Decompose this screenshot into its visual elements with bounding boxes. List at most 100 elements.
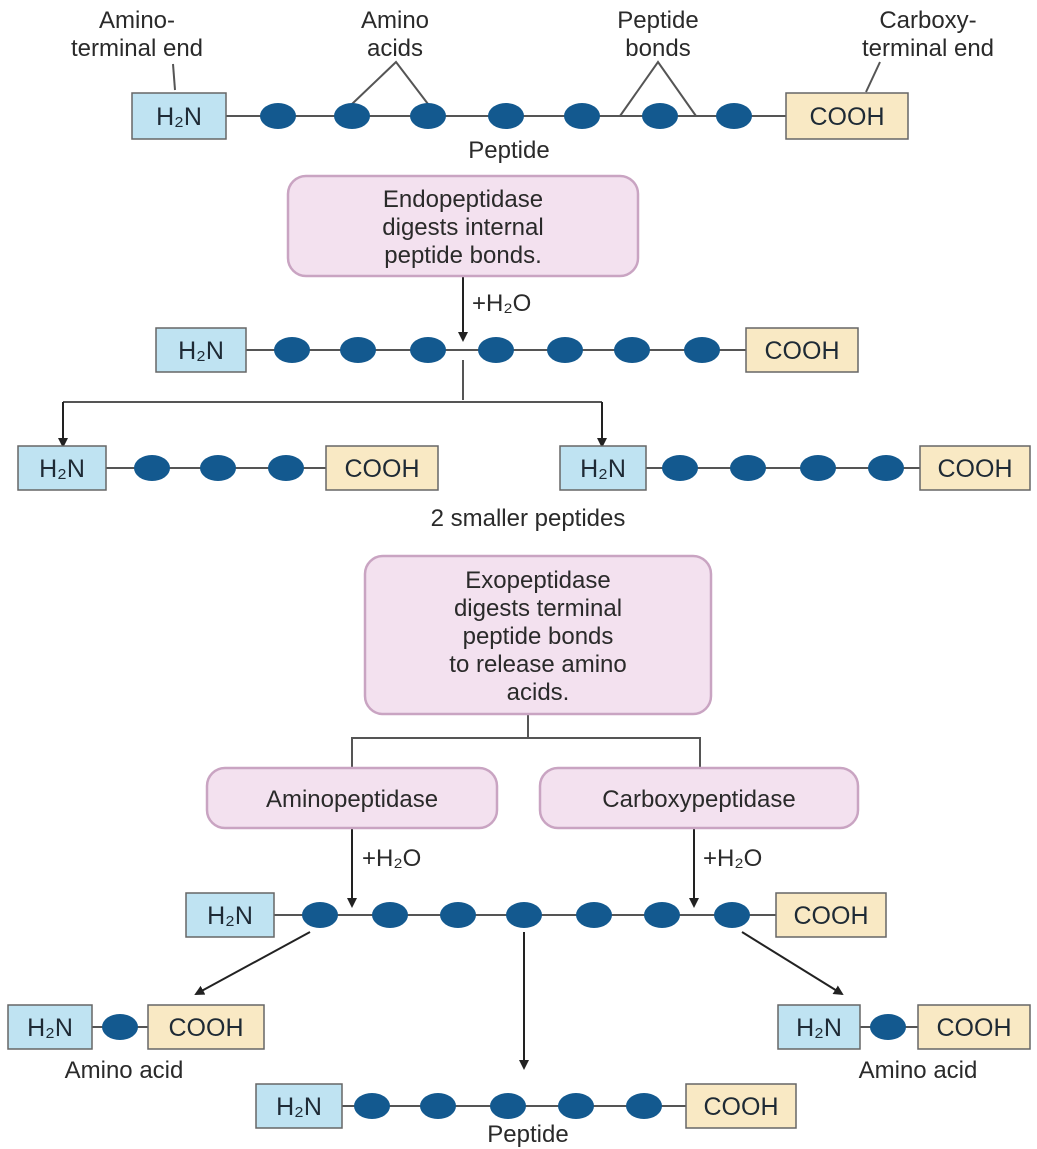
endopeptidase-box-frame: [286, 174, 640, 278]
amino-acid-bead: [440, 902, 476, 928]
amino-acid-bead: [800, 455, 836, 481]
carboxy-terminal-box-frame: [147, 1004, 265, 1050]
carboxy-terminal-box: COOH: [785, 92, 909, 140]
amino-acid-right-arrow: [741, 931, 844, 996]
amino-acid-bead: [684, 337, 720, 363]
carboxy-terminal-box-frame: [685, 1083, 797, 1129]
exopeptidase-box-text: to release amino: [449, 651, 626, 678]
carboxy-terminal-box-frame: [917, 1004, 1031, 1050]
text-labels: Amino-terminal endAminoacidsPeptidebonds…: [65, 7, 994, 1148]
amino-acid-bead: [614, 337, 650, 363]
amino-terminal-box: H₂N: [185, 892, 275, 938]
carboxy-terminal-box: COOH: [325, 445, 439, 491]
amino-terminal-end-label: Amino-: [99, 7, 175, 34]
amino-terminal-box-frame: [255, 1083, 343, 1129]
amino-acid-bead: [714, 902, 750, 928]
carboxypeptidase-box-frame: [538, 766, 860, 830]
carboxy-terminal-box-label: COOH: [345, 455, 420, 483]
water-label: +H₂O: [703, 845, 762, 872]
amino-terminal-box-label: H₂N: [580, 455, 626, 483]
amino-acid-bead: [410, 103, 446, 129]
amino-acid-bead: [558, 1093, 594, 1119]
exopeptidase-box-text: digests terminal: [454, 595, 622, 622]
peptide-bonds-pointer: [619, 60, 697, 117]
amino-acid-bead: [868, 455, 904, 481]
amino-acid-bead: [260, 103, 296, 129]
amino-acid-bead: [564, 103, 600, 129]
amino-acid-bead: [506, 902, 542, 928]
amino-terminal-box-label: H₂N: [796, 1014, 842, 1042]
amino-acids-label: acids: [367, 35, 423, 62]
amino-terminal-box-label: H₂N: [207, 902, 253, 930]
aminopeptidase-box: Aminopeptidase: [205, 766, 499, 830]
amino-terminal-box-frame: [17, 445, 107, 491]
carboxy-terminal-box-frame: [785, 92, 909, 140]
amino-acid-bead: [340, 337, 376, 363]
carboxy-terminal-box-label: COOH: [794, 902, 869, 930]
amino-acid-bead: [642, 103, 678, 129]
carboxy-terminal-box-frame: [745, 327, 859, 373]
amino-acid-bead: [490, 1093, 526, 1119]
amino-acid-bead: [730, 455, 766, 481]
peptide-label: Peptide: [468, 137, 549, 164]
peptide-label: Peptide: [487, 1121, 568, 1148]
amino-terminal-box: H₂N: [17, 445, 107, 491]
carboxy-terminal-box-label: COOH: [937, 1014, 1012, 1042]
amino-terminal-box-frame: [131, 92, 227, 140]
carboxy-terminal-box: COOH: [745, 327, 859, 373]
carboxy-terminal-box: COOH: [917, 1004, 1031, 1050]
amino-acid-bead: [662, 455, 698, 481]
amino-acid-bead: [102, 1014, 138, 1040]
carboxy-terminal-pointer: [865, 61, 881, 93]
amino-acid-bead: [716, 103, 752, 129]
endopeptidase-box-text: peptide bonds.: [384, 242, 541, 269]
amino-terminal-box-frame: [185, 892, 275, 938]
amino-acid-bead: [576, 902, 612, 928]
carboxypeptidase-box: Carboxypeptidase: [538, 766, 860, 830]
amino-acid-bead: [410, 337, 446, 363]
amino-acid-bead: [478, 337, 514, 363]
connector-lines: [58, 60, 881, 1070]
peptide-bonds-label: bonds: [625, 35, 690, 62]
amino-acid-left-arrow: [194, 931, 311, 995]
amino-terminal-pointer: [172, 63, 176, 91]
aminopeptidase-box-frame: [205, 766, 499, 830]
amino-acid-bead: [134, 455, 170, 481]
peptide-bonds-label: Peptide: [617, 7, 698, 34]
exopeptidase-branch: [351, 737, 701, 768]
carboxy-terminal-box: COOH: [919, 445, 1031, 491]
amino-acids-pointer: [351, 60, 429, 105]
amino-acid-bead: [870, 1014, 906, 1040]
water-label: +H₂O: [472, 290, 531, 317]
amino-acid-bead: [274, 337, 310, 363]
amino-terminal-box-label: H₂N: [178, 337, 224, 365]
amino-terminal-box-label: H₂N: [276, 1093, 322, 1121]
amino-terminal-box: H₂N: [155, 327, 247, 373]
amino-terminal-box-label: H₂N: [27, 1014, 73, 1042]
amino-acid-bead: [268, 455, 304, 481]
amino-acid-bead: [547, 337, 583, 363]
amino-acid-bead: [334, 103, 370, 129]
smaller-peptides-label: 2 smaller peptides: [431, 505, 626, 532]
amino-terminal-box: H₂N: [131, 92, 227, 140]
carboxy-terminal-box-label: COOH: [810, 103, 885, 131]
water-label: +H₂O: [362, 845, 421, 872]
carboxy-terminal-box-label: COOH: [765, 337, 840, 365]
endopeptidase-box-text: digests internal: [382, 214, 543, 241]
amino-terminal-box: H₂N: [559, 445, 647, 491]
carboxy-terminal-end-label: Carboxy-: [879, 7, 976, 34]
amino-terminal-box-frame: [559, 445, 647, 491]
amino-acid-bead: [372, 902, 408, 928]
carboxy-terminal-box: COOH: [775, 892, 887, 938]
exopeptidase-box-text: acids.: [507, 679, 570, 706]
aminopeptidase-box-text: Aminopeptidase: [266, 786, 438, 813]
amino-acid-label: Amino acid: [859, 1057, 978, 1084]
amino-terminal-box: H₂N: [7, 1004, 93, 1050]
amino-terminal-end-label: terminal end: [71, 35, 203, 62]
carboxy-terminal-box-frame: [919, 445, 1031, 491]
carboxy-terminal-box-label: COOH: [169, 1014, 244, 1042]
carboxypeptidase-box-text: Carboxypeptidase: [602, 786, 795, 813]
